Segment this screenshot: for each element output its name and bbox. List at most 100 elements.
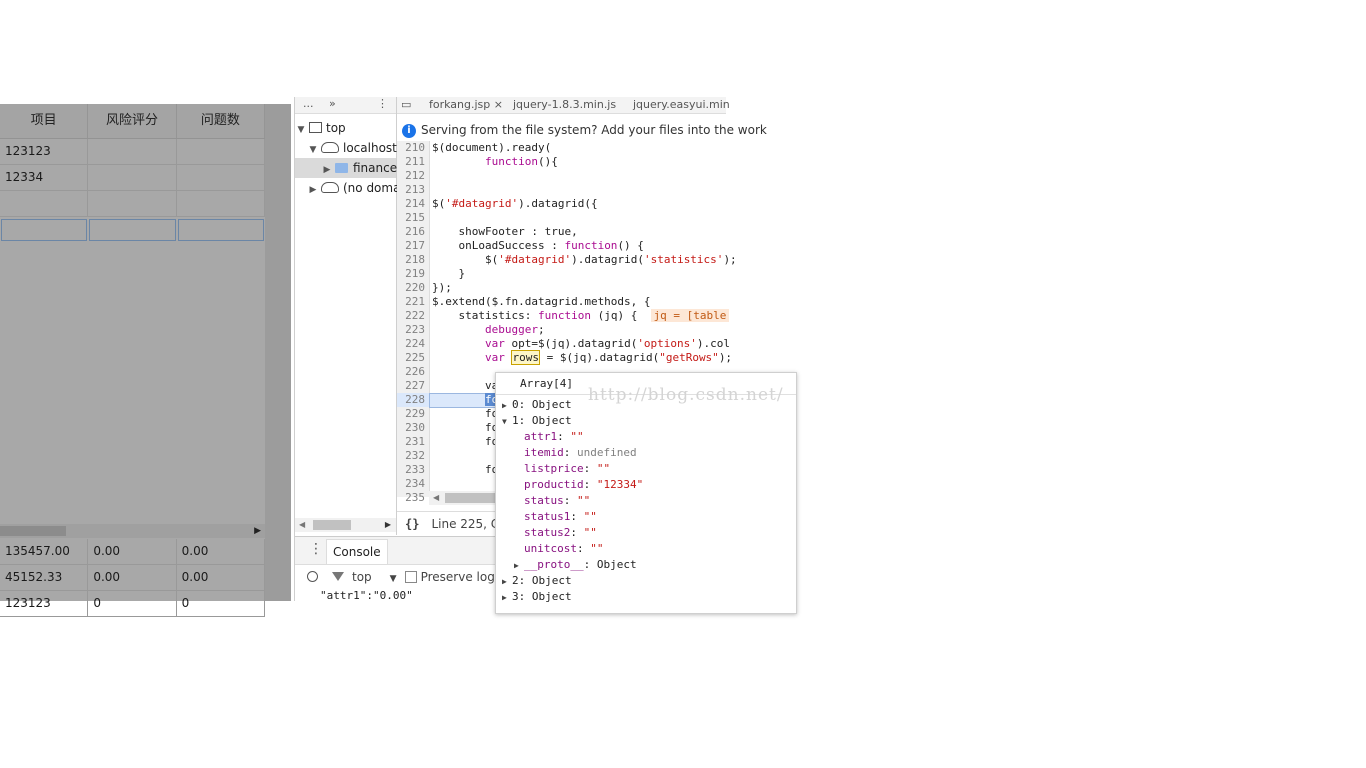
navigator-horizontal-scrollbar[interactable]: ◀ ▶	[295, 518, 396, 532]
line-number[interactable]: 228	[405, 393, 425, 406]
table-row[interactable]: 12334	[0, 165, 265, 191]
code-line[interactable]: 231 fo	[397, 435, 726, 449]
scroll-right-arrow-icon[interactable]: ▶	[384, 520, 391, 529]
code-line[interactable]: 227 va	[397, 379, 726, 393]
code-line[interactable]: 223 debugger;	[397, 323, 726, 337]
collapsed-triangle-icon[interactable]: ▶	[309, 185, 317, 195]
expand-triangle-icon[interactable]: ▼	[309, 145, 317, 155]
line-number[interactable]: 226	[405, 365, 425, 378]
context-selector[interactable]: top	[352, 570, 372, 584]
code-line[interactable]: 230 fo	[397, 421, 726, 435]
array-item[interactable]: ▶0: Object	[502, 397, 572, 413]
object-property[interactable]: attr1: ""	[524, 430, 584, 443]
code-line[interactable]: 213	[397, 183, 726, 197]
array-item[interactable]: ▶3: Object	[502, 589, 572, 605]
line-number[interactable]: 218	[405, 253, 425, 266]
object-property[interactable]: itemid: undefined	[524, 446, 637, 459]
line-number[interactable]: 221	[405, 295, 425, 308]
code-line[interactable]: 220});	[397, 281, 726, 295]
code-line[interactable]: 217 onLoadSuccess : function() {	[397, 239, 726, 253]
collapsed-triangle-icon[interactable]: ▶	[502, 401, 507, 410]
object-property[interactable]: status1: ""	[524, 510, 597, 523]
line-number[interactable]: 230	[405, 421, 425, 434]
line-number[interactable]: 223	[405, 323, 425, 336]
line-number[interactable]: 235	[405, 491, 425, 504]
line-number[interactable]: 224	[405, 337, 425, 350]
navigator-overflow-button[interactable]: »	[329, 97, 336, 110]
table-row[interactable]: 123123	[0, 139, 265, 165]
editing-row[interactable]	[0, 219, 265, 243]
edit-cell[interactable]	[177, 219, 264, 241]
collapsed-triangle-icon[interactable]: ▶	[502, 577, 507, 586]
line-number[interactable]: 229	[405, 407, 425, 420]
code-line[interactable]: 221$.extend($.fn.datagrid.methods, {	[397, 295, 726, 309]
column-header-risk[interactable]: 风险评分	[88, 104, 177, 138]
tree-item-no-domain[interactable]: ▶(no doma	[307, 178, 401, 198]
code-line[interactable]: 219 }	[397, 267, 726, 281]
line-number[interactable]: 225	[405, 351, 425, 364]
scroll-left-arrow-icon[interactable]: ◀	[433, 493, 440, 502]
edit-cell[interactable]	[89, 219, 176, 241]
line-number[interactable]: 212	[405, 169, 425, 182]
object-property[interactable]: status2: ""	[524, 526, 597, 539]
clear-console-icon[interactable]	[307, 571, 318, 582]
collapsed-triangle-icon[interactable]: ▶	[502, 593, 507, 602]
code-line[interactable]: 232	[397, 449, 726, 463]
code-line[interactable]: 214$('#datagrid').datagrid({	[397, 197, 726, 211]
code-line[interactable]: 235	[397, 491, 726, 505]
tab-jquery[interactable]: jquery-1.8.3.min.js	[513, 98, 617, 111]
line-number[interactable]: 215	[405, 211, 425, 224]
grid-horizontal-scrollbar[interactable]: ▶	[0, 524, 265, 538]
line-number[interactable]: 210	[405, 141, 425, 154]
line-number[interactable]: 216	[405, 225, 425, 238]
collapsed-triangle-icon[interactable]: ▶	[323, 165, 331, 175]
line-gutter[interactable]	[397, 141, 430, 497]
navigator-menu-icon[interactable]: ⋮	[377, 97, 388, 110]
line-number[interactable]: 217	[405, 239, 425, 252]
code-line[interactable]: 225 var rows = $(jq).datagrid("getRows")…	[397, 350, 732, 365]
line-number[interactable]: 227	[405, 379, 425, 392]
line-number[interactable]: 233	[405, 463, 425, 476]
code-line[interactable]: 222 statistics: function (jq) { jq = [ta…	[397, 309, 730, 323]
code-line[interactable]: 218 $('#datagrid').datagrid('statistics'…	[397, 253, 737, 267]
code-line[interactable]: 215	[397, 211, 726, 225]
tree-item-top[interactable]: ▼top	[295, 118, 346, 138]
collapsed-triangle-icon[interactable]: ▶	[514, 561, 519, 570]
drawer-menu-icon[interactable]: ⋮	[309, 541, 323, 557]
column-header-issues[interactable]: 问题数	[177, 104, 265, 138]
line-number[interactable]: 231	[405, 435, 425, 448]
tab-console[interactable]: Console	[326, 539, 388, 564]
code-line[interactable]: 210$(document).ready(	[397, 141, 726, 155]
expanded-triangle-icon[interactable]: ▼	[502, 417, 507, 426]
expand-triangle-icon[interactable]: ▼	[297, 125, 305, 135]
scrollbar-thumb[interactable]	[445, 493, 495, 503]
line-number[interactable]: 232	[405, 449, 425, 462]
selected-token[interactable]: fo	[484, 393, 499, 406]
proto-property[interactable]: ▶__proto__: Object	[514, 557, 637, 573]
object-property[interactable]: status: ""	[524, 494, 591, 507]
line-number[interactable]: 213	[405, 183, 425, 196]
object-property[interactable]: productid: "12334"	[524, 478, 644, 491]
array-item[interactable]: ▼1: Object	[502, 413, 572, 429]
filter-icon[interactable]	[332, 572, 344, 581]
navigator-more-tabs[interactable]: ...	[303, 97, 314, 110]
hovered-token[interactable]: rows	[511, 350, 540, 365]
table-row[interactable]	[0, 191, 265, 217]
line-number[interactable]: 222	[405, 309, 425, 322]
code-line[interactable]: 226	[397, 365, 726, 379]
code-line[interactable]: 229 fo	[397, 407, 726, 421]
code-line[interactable]: 212	[397, 169, 726, 183]
line-number[interactable]: 211	[405, 155, 425, 168]
code-line[interactable]: 216 showFooter : true,	[397, 225, 726, 239]
scroll-left-arrow-icon[interactable]: ◀	[299, 520, 306, 529]
column-header-item[interactable]: 项目	[0, 104, 89, 138]
tab-forkang-jsp[interactable]: forkang.jsp ×	[429, 98, 503, 111]
tree-item-localhost[interactable]: ▼localhost:	[307, 138, 401, 158]
scrollbar-thumb[interactable]	[313, 520, 351, 530]
line-number[interactable]: 214	[405, 197, 425, 210]
scrollbar-thumb[interactable]	[0, 526, 66, 536]
array-item[interactable]: ▶2: Object	[502, 573, 572, 589]
object-property[interactable]: listprice: ""	[524, 462, 611, 475]
